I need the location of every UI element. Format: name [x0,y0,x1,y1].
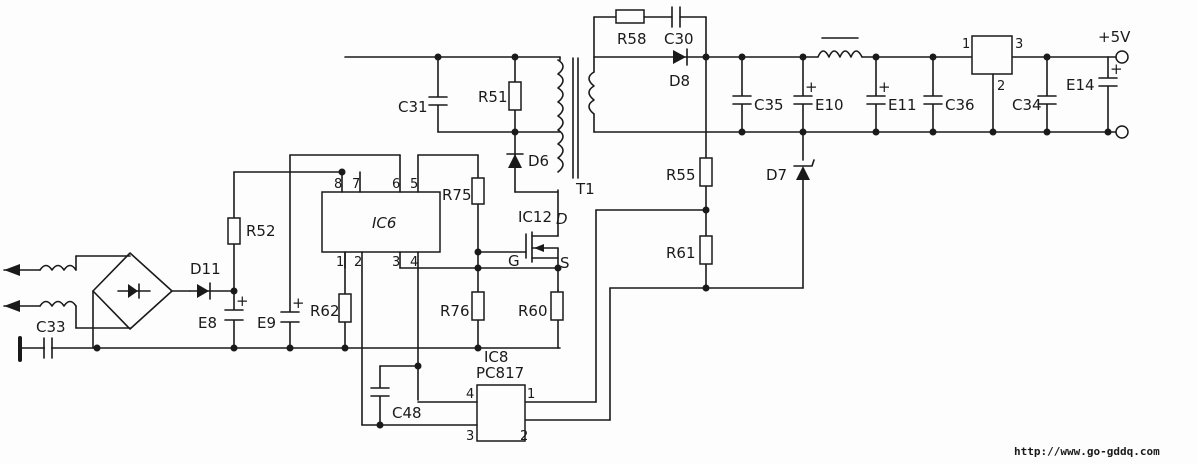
label-R60: R60 [518,302,548,320]
label-C48: C48 [392,404,422,422]
svg-text:+: + [878,78,891,96]
svg-text:2: 2 [520,429,528,444]
zener-D7: D7 [766,159,815,289]
label-C30: C30 [664,30,694,48]
label-IC6: IC6 [372,214,396,232]
svg-text:3: 3 [466,429,474,444]
feedback-wires [524,209,804,421]
label-IC8: IC8 [484,348,508,366]
capacitor-C36: C36 [923,56,975,133]
capacitor-E14: + E14 [1066,56,1123,133]
label-D6: D6 [528,152,549,170]
resistor-R52: R52 [227,171,343,349]
label-S: S [560,254,570,272]
output-terminals: +5V [1098,28,1131,139]
resistor-R75: R75 [417,154,485,253]
resistor-R62: R62 [310,244,352,349]
label-R75: R75 [442,186,472,204]
capacitor-C48: C48 [370,365,422,426]
resistor-R61: R61 [666,235,713,265]
svg-text:+: + [292,294,305,312]
label-T1: T1 [575,180,595,198]
svg-text:2: 2 [997,79,1005,94]
diode-D6: D6 [506,152,559,193]
label-E11: E11 [888,96,917,114]
label-D11: D11 [190,260,221,278]
regulator: 1 3 2 [962,35,1023,133]
svg-text:7: 7 [352,177,360,192]
label-C35: C35 [754,96,784,114]
svg-text:1: 1 [336,255,344,270]
label-C31: C31 [398,98,428,116]
svg-text:1: 1 [527,387,535,402]
label-D7: D7 [766,166,787,184]
svg-text:5: 5 [410,177,418,192]
capacitor-E9: + E9 [257,154,401,349]
primary-rail [344,56,561,133]
capacitor-E8: + E8 [198,292,249,332]
snubber-R58-C30: R58 C30 [593,6,707,58]
label-E14: E14 [1066,76,1095,94]
svg-text:2: 2 [354,255,362,270]
svg-text:6: 6 [392,177,400,192]
capacitor-E11: + E11 [866,56,917,133]
label-R51: R51 [478,88,508,106]
label-R76: R76 [440,302,470,320]
label-R61: R61 [666,244,696,262]
svg-text:+: + [805,78,818,96]
label-G: G [508,252,520,270]
mosfet-IC12: IC12 D G S [477,189,570,291]
label-D: D [556,210,568,228]
resistor-R60: R60 [518,289,564,349]
label-R52: R52 [246,222,276,240]
svg-text:1: 1 [962,37,970,52]
svg-text:3: 3 [392,255,400,270]
inductor-L [817,37,863,58]
bridge-rectifier [92,252,191,349]
diode-D11: D11 [189,260,235,300]
capacitor-E10: + E10 [793,56,844,161]
svg-text:+: + [236,292,249,310]
label-plus5v: +5V [1098,28,1131,46]
optocoupler-IC8: IC8 PC817 1 2 3 4 [361,348,535,444]
label-R62: R62 [310,302,340,320]
capacitor-C33: C33 [36,318,66,359]
watermark-url: http://www.go-gddq.com [1014,445,1160,458]
svg-text:4: 4 [410,255,418,270]
label-PC817: PC817 [476,364,524,382]
capacitor-C31: C31 [398,96,448,116]
junction-dots [93,53,1112,429]
ac-input-arrows [3,264,41,312]
transformer-T1: T1 [557,56,595,198]
svg-text:4: 4 [466,387,474,402]
label-E8: E8 [198,314,217,332]
resistor-R55: R55 [666,56,713,289]
label-R55: R55 [666,166,696,184]
svg-text:8: 8 [334,177,342,192]
ic-IC6: IC6 8 7 6 5 1 2 3 4 [321,154,441,426]
svg-text:+: + [1110,60,1123,78]
label-D8: D8 [669,72,690,90]
label-E9: E9 [257,314,276,332]
label-R58: R58 [617,30,647,48]
label-IC12: IC12 [518,208,552,226]
resistor-R51: R51 [478,56,522,193]
capacitor-C34: C34 [1012,56,1057,133]
label-C36: C36 [945,96,975,114]
resistor-R76: R76 [440,251,485,349]
label-E10: E10 [815,96,844,114]
label-C34: C34 [1012,96,1042,114]
capacitor-C35: C35 [732,56,784,133]
svg-text:3: 3 [1015,37,1023,52]
label-C33: C33 [36,318,66,336]
common-mode-choke [39,255,131,329]
